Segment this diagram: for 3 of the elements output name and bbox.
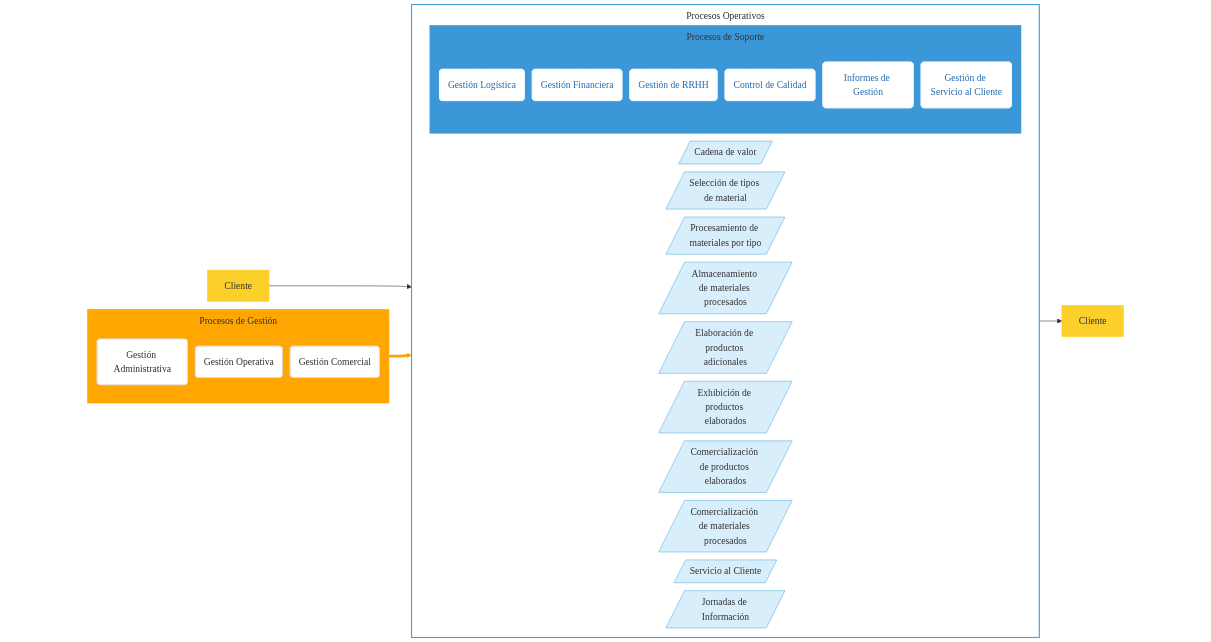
node-box: Cliente: [1061, 305, 1124, 337]
node-box: Cliente: [207, 269, 270, 302]
arrow: [388, 353, 412, 358]
